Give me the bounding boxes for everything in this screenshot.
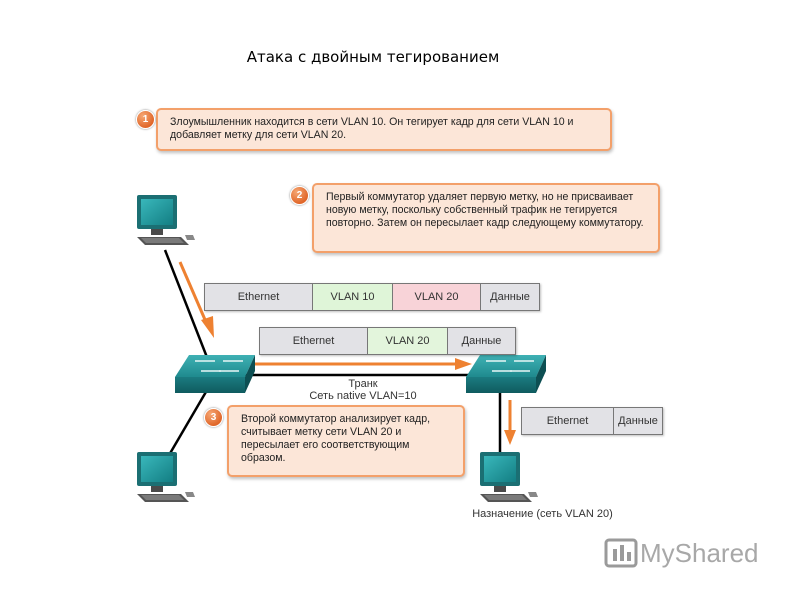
step-2-text: Первый коммутатор удаляет первую метку, … — [326, 191, 644, 229]
frame-ethernet-field: Ethernet — [260, 328, 368, 354]
step-2-callout: Первый коммутатор удаляет первую метку, … — [312, 183, 660, 253]
arrow-icon — [504, 400, 516, 445]
computer-icon — [137, 195, 195, 245]
native-vlan-label: Сеть native VLAN=10 — [309, 390, 417, 402]
frame-data-field: Данные — [448, 328, 515, 354]
frame-vlan10-tag: VLAN 10 — [313, 284, 393, 310]
computer-icon — [137, 452, 195, 502]
frame-vlan20-tag: VLAN 20 — [368, 328, 448, 354]
frame-ethernet-field: Ethernet — [522, 408, 614, 434]
single-tagged-frame: Ethernet VLAN 20 Данные — [259, 327, 516, 355]
step-1-badge: 1 — [136, 110, 155, 129]
step-2-badge: 2 — [290, 186, 309, 205]
step-3-text: Второй коммутатор анализирует кадр, счит… — [241, 413, 431, 464]
arrow-icon — [255, 358, 472, 370]
link-switch-pc — [163, 384, 212, 463]
step-3-callout: Второй коммутатор анализирует кадр, счит… — [227, 405, 465, 477]
step-1-text: Злоумышленник находится в сети VLAN 10. … — [170, 116, 574, 141]
destination-label: Назначение (сеть VLAN 20) — [472, 508, 613, 520]
arrow-icon — [178, 261, 214, 338]
frame-data-field: Данные — [481, 284, 539, 310]
step-3-badge: 3 — [204, 408, 223, 427]
switch-icon — [175, 355, 255, 393]
frame-vlan20-tag: VLAN 20 — [393, 284, 481, 310]
page-title: Атака с двойным тегированием — [246, 48, 500, 66]
myshared-watermark: MyShared — [640, 538, 759, 568]
step-1-callout: Злоумышленник находится в сети VLAN 10. … — [156, 108, 612, 151]
frame-ethernet-field: Ethernet — [205, 284, 313, 310]
computer-icon — [480, 452, 538, 502]
myshared-logo-icon — [604, 538, 638, 568]
double-tagged-frame: Ethernet VLAN 10 VLAN 20 Данные — [204, 283, 540, 311]
link-attacker-switch — [163, 249, 212, 366]
frame-data-field: Данные — [614, 408, 662, 434]
untagged-frame: Ethernet Данные — [521, 407, 663, 435]
trunk-label: Транк — [348, 378, 378, 390]
switch-icon — [466, 355, 546, 393]
